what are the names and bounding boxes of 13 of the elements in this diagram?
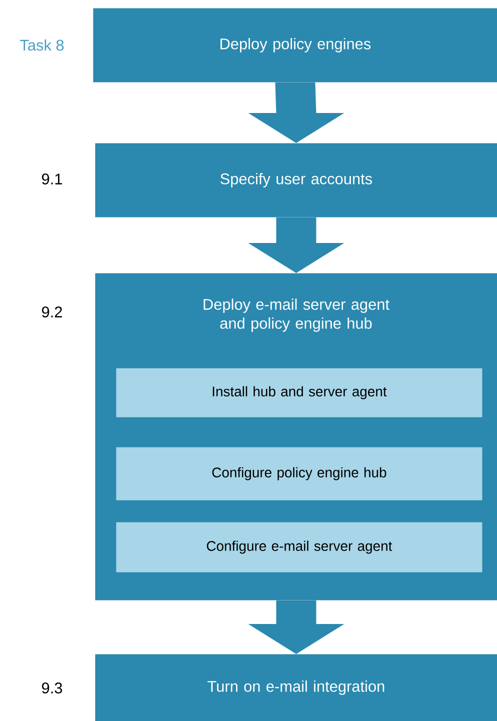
step-number: 9.3 — [42, 682, 62, 694]
block-arrow — [248, 600, 344, 654]
step-box: Specify user accounts — [95, 143, 497, 218]
block-arrow — [248, 217, 344, 273]
sub-step-box: Install hub and server agent — [116, 368, 482, 418]
step-box: Deploy policy engines — [93, 8, 497, 82]
step-box: Turn on e-mail integration — [95, 654, 497, 721]
block-arrow — [248, 82, 344, 143]
step-number: 9.1 — [42, 174, 62, 184]
step-number: 9.2 — [42, 306, 62, 318]
sub-step-box: Configure policy engine hub — [116, 447, 482, 500]
sub-step-box: Configure e-mail server agent — [116, 522, 482, 572]
step-number: Task 8 — [20, 39, 64, 51]
